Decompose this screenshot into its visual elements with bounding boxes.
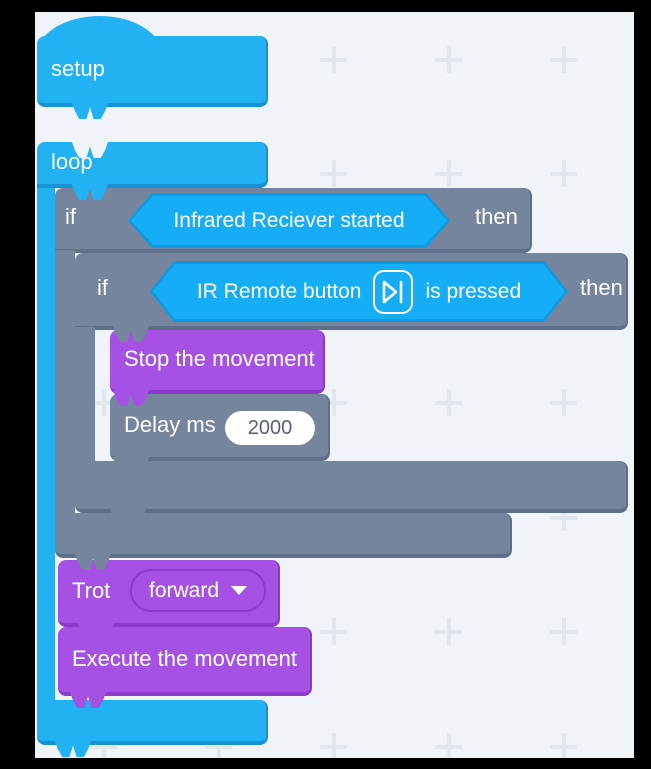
inner-if-block[interactable]: if then IR Remote button is pressed — [75, 253, 628, 330]
outer-if-label: if — [65, 203, 76, 229]
grid-cross — [435, 46, 462, 73]
grid-cross — [320, 618, 347, 645]
grid-cross — [550, 46, 577, 73]
grid-cross — [435, 389, 462, 416]
delay-value: 2000 — [247, 416, 293, 439]
grid-cross — [550, 160, 577, 187]
trot-direction-value: forward — [148, 578, 220, 602]
grid-cross — [435, 618, 462, 645]
loop-block[interactable]: loop — [37, 142, 268, 188]
play-pause-icon[interactable] — [373, 270, 413, 314]
inner-condition-suffix: is pressed — [425, 279, 522, 303]
grid-cross — [435, 160, 462, 187]
outer-if-block[interactable]: if then Infrared Reciever started — [55, 188, 532, 253]
chevron-down-icon — [231, 586, 248, 595]
outer-then-label: then — [475, 203, 518, 229]
loop-bottom-arm — [37, 700, 268, 745]
execute-movement-block[interactable]: Execute the movement — [58, 627, 312, 696]
grid-cross — [550, 389, 577, 416]
inner-if-left-arm — [75, 327, 95, 461]
inner-condition-prefix: IR Remote button — [196, 279, 362, 303]
outer-condition-label: Infrared Reciever started — [173, 208, 405, 232]
setup-bottom-bump — [72, 103, 108, 119]
grid-cross — [435, 733, 462, 758]
inner-if-label: if — [97, 274, 108, 300]
inner-then-label: then — [580, 274, 623, 300]
loop-left-arm — [37, 182, 55, 704]
delay-label: Delay ms — [124, 411, 216, 437]
outer-if-condition[interactable]: Infrared Reciever started — [128, 193, 450, 248]
execute-movement-label: Execute the movement — [72, 645, 298, 671]
grid-cross — [550, 618, 577, 645]
inner-if-condition[interactable]: IR Remote button is pressed — [150, 261, 568, 322]
delay-value-input[interactable]: 2000 — [225, 411, 315, 445]
trot-direction-dropdown[interactable]: forward — [130, 569, 266, 612]
block-canvas: setup loop if then Infrared Reciever sta… — [35, 12, 634, 758]
setup-block[interactable]: setup — [37, 36, 268, 107]
outer-if-left-arm — [55, 250, 75, 517]
inner-if-bottom-arm — [75, 461, 628, 513]
trot-block[interactable]: Trot forward — [58, 560, 280, 627]
loop-bottom-bump — [55, 741, 91, 757]
grid-cross — [320, 160, 347, 187]
grid-cross — [550, 733, 577, 758]
trot-label: Trot — [72, 577, 111, 603]
stop-movement-label: Stop the movement — [124, 346, 315, 371]
setup-label: setup — [51, 55, 105, 81]
delay-block[interactable]: Delay ms 2000 — [110, 394, 330, 461]
grid-cross — [320, 733, 347, 758]
grid-cross — [320, 46, 347, 73]
